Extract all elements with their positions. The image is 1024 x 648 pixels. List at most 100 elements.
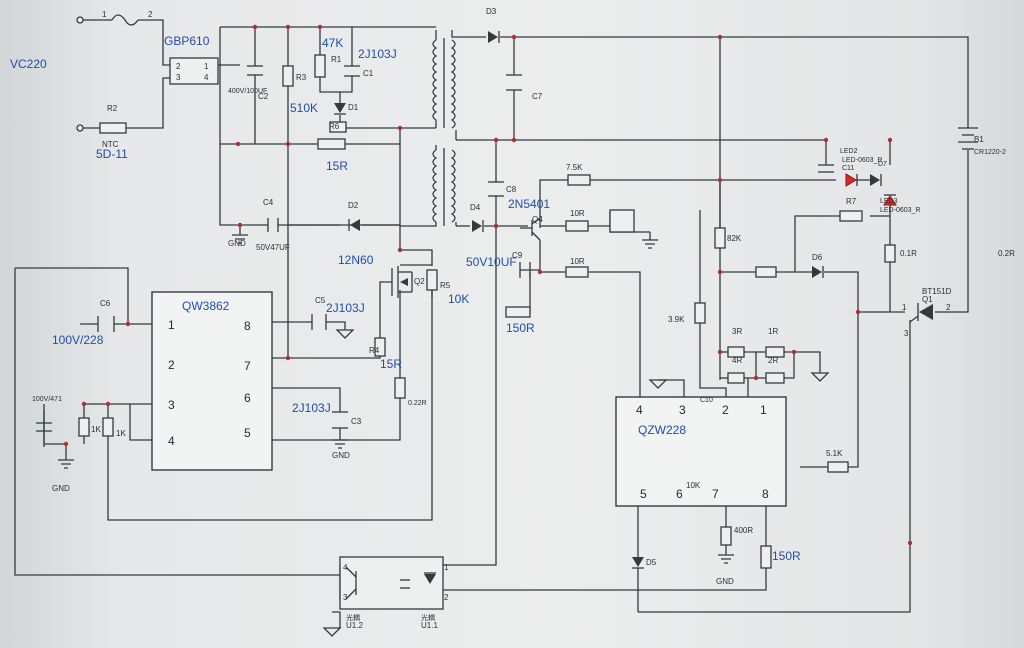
label-4r: 4R (732, 356, 742, 365)
label-c6-val: 100V/228 (52, 333, 104, 347)
label-150r-b: 150R (772, 549, 801, 563)
resistor-4r (727, 372, 745, 384)
label-c9-val: 50V10UF (466, 255, 517, 269)
label-10k: 10K (686, 481, 701, 490)
label-b1: B1 (974, 135, 984, 144)
label-bridge-p4: 4 (204, 73, 209, 82)
label-c2-val: 400V/100UF (228, 88, 267, 95)
label-r5: R5 (440, 281, 451, 290)
label-gnd-1: GND (228, 239, 246, 248)
mosfet-q2 (391, 266, 413, 298)
capacitor-c1 (344, 65, 360, 77)
battery-b1 (958, 127, 978, 150)
label-ntc-val: 5D-11 (96, 147, 128, 161)
label-ic1-p3: 3 (168, 398, 175, 412)
ic-qzw228 (615, 396, 787, 507)
resistor-150r-b (760, 545, 772, 569)
label-c10: C10 (700, 397, 713, 404)
label-r6: R6 (329, 122, 340, 131)
label-ic2-p2: 2 (722, 403, 729, 417)
label-q2: Q2 (414, 277, 425, 286)
label-c2: C2 (258, 92, 269, 101)
fuse (111, 14, 139, 26)
capacitor-c2 (247, 65, 263, 76)
label-bridge: GBP610 (164, 34, 210, 48)
resistor-2r (765, 372, 785, 384)
diode-d6 (812, 266, 824, 278)
label-q4-val: 2N5401 (508, 197, 550, 211)
symbols (36, 14, 978, 637)
label-ic2-p1: 1 (760, 403, 767, 417)
capacitor-c5 (311, 314, 327, 330)
resistor-10r-b (565, 266, 589, 278)
label-bridge-p3: 3 (176, 73, 181, 82)
label-5k1: 5.1K (826, 449, 843, 458)
resistor-r1 (314, 54, 326, 78)
capacitor-c11 (818, 164, 834, 173)
label-02r: 0.2R (998, 249, 1015, 258)
resistor-400r (720, 526, 732, 546)
label-c1: C1 (363, 69, 374, 78)
label-1k-b: 1K (116, 429, 126, 438)
label-c3: C3 (351, 417, 362, 426)
resistor-10r-a (565, 220, 589, 232)
label-r4: R4 (369, 346, 380, 355)
label-led2: LED2 (840, 148, 858, 155)
label-d4: D4 (470, 203, 481, 212)
label-01r: 0.1R (900, 249, 917, 258)
diode-d1 (334, 103, 346, 115)
resistor-d6-series (755, 266, 777, 278)
label-ic1-p2: 2 (168, 358, 175, 372)
resistor-r4 (374, 337, 386, 357)
label-1k-a: 1K (91, 425, 101, 434)
label-7k5: 7.5K (566, 163, 583, 172)
label-c6: C6 (100, 299, 111, 308)
label-q2-val: 12N60 (338, 253, 374, 267)
label-ic2: QZW228 (638, 423, 686, 437)
resistor-r7 (839, 210, 863, 222)
label-u11: U1.1 (421, 621, 438, 630)
label-ic1-p8: 8 (244, 319, 251, 333)
transformer-t1 (400, 30, 457, 227)
label-opto-p1: 1 (444, 563, 449, 572)
resistor-022r (394, 377, 406, 399)
label-82k: 82K (727, 234, 742, 243)
label-150r-a: 150R (506, 321, 535, 335)
resistor-1k-b (102, 417, 114, 437)
capacitor-c4 (267, 218, 279, 232)
label-c7: C7 (532, 92, 543, 101)
label-led3: LED3 (880, 198, 898, 205)
bridge-rectifier (169, 57, 219, 85)
diode-d2 (348, 219, 360, 231)
resistor-82k (714, 227, 726, 249)
label-q4: Q4 (532, 215, 543, 224)
led-led3 (883, 194, 897, 206)
label-ic1-p5: 5 (244, 426, 251, 440)
label-q1-val: BT151D (922, 287, 952, 296)
label-r1: R1 (331, 55, 342, 64)
label-c8: C8 (506, 185, 517, 194)
label-10r-a: 10R (570, 209, 585, 218)
optocoupler-u1 (339, 556, 444, 610)
label-d7: D7 (878, 161, 887, 168)
label-gnd-3: GND (332, 451, 350, 460)
label-c4: C4 (263, 198, 274, 207)
label-ic2-p7: 7 (712, 487, 719, 501)
capacitor-c8 (488, 181, 504, 197)
label-10r-b: 10R (570, 257, 585, 266)
label-gnd-4: GND (716, 577, 734, 586)
label-d3: D3 (486, 7, 497, 16)
label-ic1-p6: 6 (244, 391, 251, 405)
label-ic2-p6: 6 (676, 487, 683, 501)
label-bridge-p2: 2 (176, 62, 181, 71)
label-d2: D2 (348, 201, 359, 210)
led-led2 (845, 173, 858, 187)
label-c5: C5 (315, 296, 326, 305)
label-r3: R3 (296, 73, 307, 82)
label-c9: C9 (512, 251, 523, 260)
resistor-01r (884, 244, 896, 263)
resistor-r3 (282, 65, 294, 87)
label-d1: D1 (348, 103, 359, 112)
